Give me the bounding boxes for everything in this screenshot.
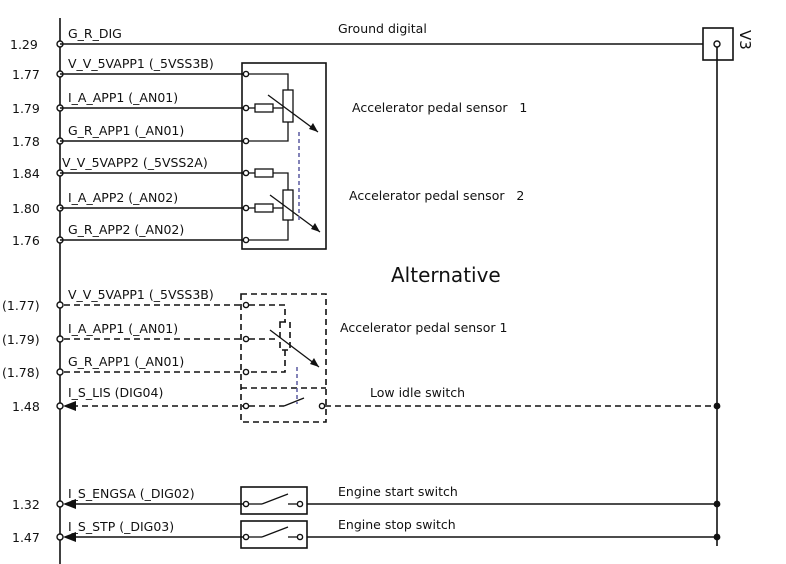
pin-number: 1.32 xyxy=(12,497,40,512)
engine-stop-switch: I_S_STP (_DIG03) Engine stop switch xyxy=(63,517,721,549)
signal-label: V_V_5VAPP1 (_5VSS3B) xyxy=(68,56,214,71)
pin-number: (1.79) xyxy=(2,332,40,347)
signal-label: I_S_STP (_DIG03) xyxy=(68,519,174,534)
signal-label: V_V_5VAPP1 (_5VSS3B) xyxy=(68,287,214,302)
pin-number: 1.79 xyxy=(12,101,40,116)
accelerator-pedal-sensor-block: V_V_5VAPP1 (_5VSS3B) I_A_APP1 (_AN01) G_… xyxy=(60,56,527,250)
low-idle-wire xyxy=(63,401,721,411)
aps1-alt-label: Accelerator pedal sensor 1 xyxy=(340,320,507,335)
signal-label: I_S_LIS (DIG04) xyxy=(68,385,163,400)
pin-number: 1.84 xyxy=(12,166,40,181)
alternative-heading: Alternative xyxy=(391,263,501,287)
engine-stop-switch-label: Engine stop switch xyxy=(338,517,456,532)
pin-number: 1.80 xyxy=(12,201,40,216)
aps1-label: Accelerator pedal sensor 1 xyxy=(352,100,527,115)
signal-label: I_A_APP1 (_AN01) xyxy=(68,321,178,336)
v3-label: V3 xyxy=(736,30,754,50)
alternative-sensor-block: V_V_5VAPP1 (_5VSS3B) I_A_APP1 (_AN01) G_… xyxy=(64,287,507,423)
pin-number: 1.77 xyxy=(12,67,40,82)
potentiometer-alt-symbol xyxy=(249,304,320,404)
pin-number: 1.29 xyxy=(10,37,38,52)
low-idle-switch xyxy=(242,397,326,410)
ground-digital-wire: G_R_DIG Ground digital xyxy=(60,21,703,45)
pin-number: 1.78 xyxy=(12,134,40,149)
signal-label: I_A_APP2 (_AN02) xyxy=(68,190,178,205)
low-idle-switch-label: Low idle switch xyxy=(370,385,465,400)
signal-label: G_R_APP1 (_AN01) xyxy=(68,123,184,138)
pin-number: 1.76 xyxy=(12,233,40,248)
signal-label: G_R_APP2 (_AN02) xyxy=(68,222,184,237)
signal-label: I_A_APP1 (_AN01) xyxy=(68,90,178,105)
engine-start-switch-label: Engine start switch xyxy=(338,484,458,499)
pin-number: (1.78) xyxy=(2,365,40,380)
pin-number: (1.77) xyxy=(2,298,40,313)
potentiometer-1-symbol xyxy=(249,73,319,142)
signal-label: V_V_5VAPP2 (_5VSS2A) xyxy=(62,155,208,170)
ground-digital-label: Ground digital xyxy=(338,21,427,36)
potentiometer-2-symbol xyxy=(249,168,321,241)
engine-start-switch: I_S_ENGSA (_DIG02) Engine start switch xyxy=(63,484,721,515)
aps2-label: Accelerator pedal sensor 2 xyxy=(349,188,524,203)
pin-number: 1.47 xyxy=(12,530,40,545)
signal-label: G_R_DIG xyxy=(68,26,122,41)
pin-numbers: 1.29 1.77 1.79 1.78 1.84 1.80 1.76 (1.77… xyxy=(2,37,40,545)
signal-label: G_R_APP1 (_AN01) xyxy=(68,354,184,369)
v3-connector: V3 xyxy=(702,27,754,61)
signal-label: I_S_ENGSA (_DIG02) xyxy=(68,486,195,501)
pin-number: 1.48 xyxy=(12,399,40,414)
